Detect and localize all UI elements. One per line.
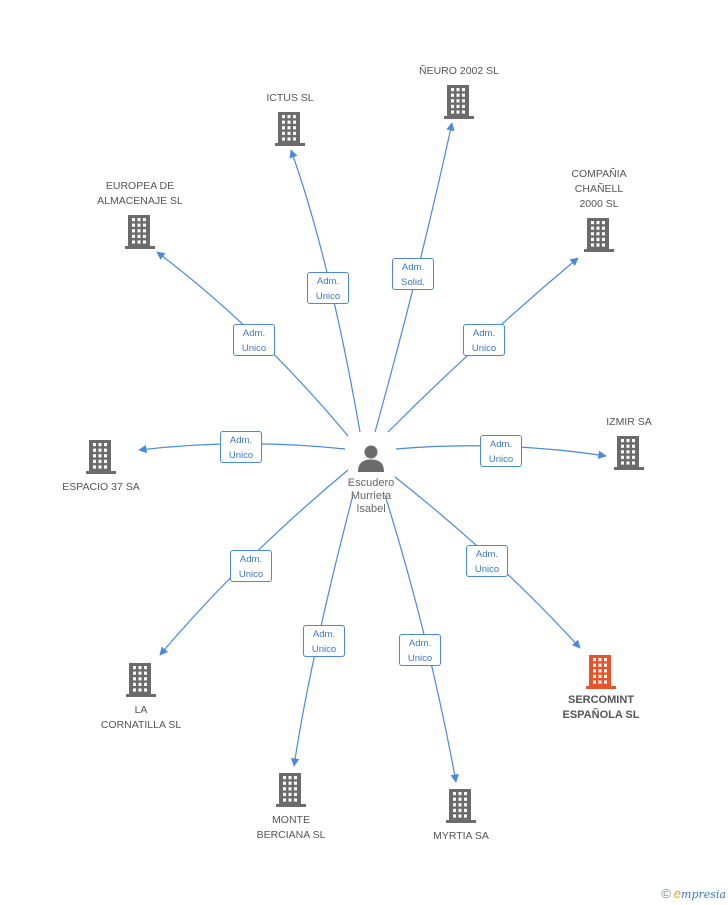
building-icon[interactable] [275, 112, 305, 151]
building-icon[interactable] [86, 440, 116, 479]
building-icon[interactable] [584, 218, 614, 257]
copyright-symbol: © [661, 886, 671, 901]
building-icon[interactable] [276, 773, 306, 812]
company-name[interactable]: COMPAÑIA CHAÑELL 2000 SL [571, 168, 627, 210]
role-badge-ictus: Adm. Unico [307, 272, 349, 304]
role-badge-neuro: Adm. Solid. [392, 258, 434, 290]
footer-brand: ©empresia [661, 886, 726, 901]
role-badge-myrtia: Adm. Unico [399, 634, 441, 666]
building-icon[interactable] [126, 663, 156, 702]
person-icon[interactable] [356, 443, 386, 478]
company-name[interactable]: ESPACIO 37 SA [62, 481, 140, 493]
center-person-name[interactable]: Escudero Murrieta Isabel [347, 477, 395, 515]
company-node-sercomint[interactable]: SERCOMINT ESPAÑOLA SL [546, 693, 656, 723]
role-badge-espacio: Adm. Unico [220, 431, 262, 463]
role-badge-sercomint: Adm. Unico [466, 545, 508, 577]
company-node-ictus[interactable]: ICTUS SL [240, 91, 340, 106]
company-name[interactable]: LA CORNATILLA SL [100, 704, 182, 731]
company-name[interactable]: ÑEURO 2002 SL [419, 65, 499, 77]
building-icon[interactable] [586, 655, 616, 694]
company-node-compania[interactable]: COMPAÑIA CHAÑELL 2000 SL [549, 167, 649, 212]
company-name[interactable]: EUROPEA DE ALMACENAJE SL [97, 180, 183, 207]
building-icon[interactable] [444, 85, 474, 124]
building-icon[interactable] [125, 215, 155, 254]
role-badge-izmir: Adm. Unico [480, 435, 522, 467]
company-node-myrtia[interactable]: MYRTIA SA [411, 829, 511, 844]
company-node-neuro[interactable]: ÑEURO 2002 SL [399, 64, 519, 79]
role-badge-monte: Adm. Unico [303, 625, 345, 657]
company-name[interactable]: SERCOMINT ESPAÑOLA SL [562, 694, 640, 721]
company-node-izmir[interactable]: IZMIR SA [589, 415, 669, 430]
company-name[interactable]: MYRTIA SA [433, 830, 489, 842]
company-name[interactable]: IZMIR SA [606, 416, 652, 428]
role-badge-cornatilla: Adm. Unico [230, 550, 272, 582]
company-name[interactable]: ICTUS SL [266, 92, 314, 104]
brand-logo-initial: e [673, 886, 682, 901]
building-icon[interactable] [446, 789, 476, 828]
company-node-cornatilla[interactable]: LA CORNATILLA SL [86, 703, 196, 733]
company-node-europea[interactable]: EUROPEA DE ALMACENAJE SL [75, 179, 205, 209]
role-badge-compania: Adm. Unico [463, 324, 505, 356]
brand-logo-text: mpresia [681, 888, 726, 901]
role-badge-europea: Adm. Unico [233, 324, 275, 356]
company-node-monte[interactable]: MONTE BERCIANA SL [241, 813, 341, 843]
building-icon[interactable] [614, 436, 644, 475]
company-name[interactable]: MONTE BERCIANA SL [256, 814, 326, 841]
company-node-espacio[interactable]: ESPACIO 37 SA [46, 480, 156, 495]
